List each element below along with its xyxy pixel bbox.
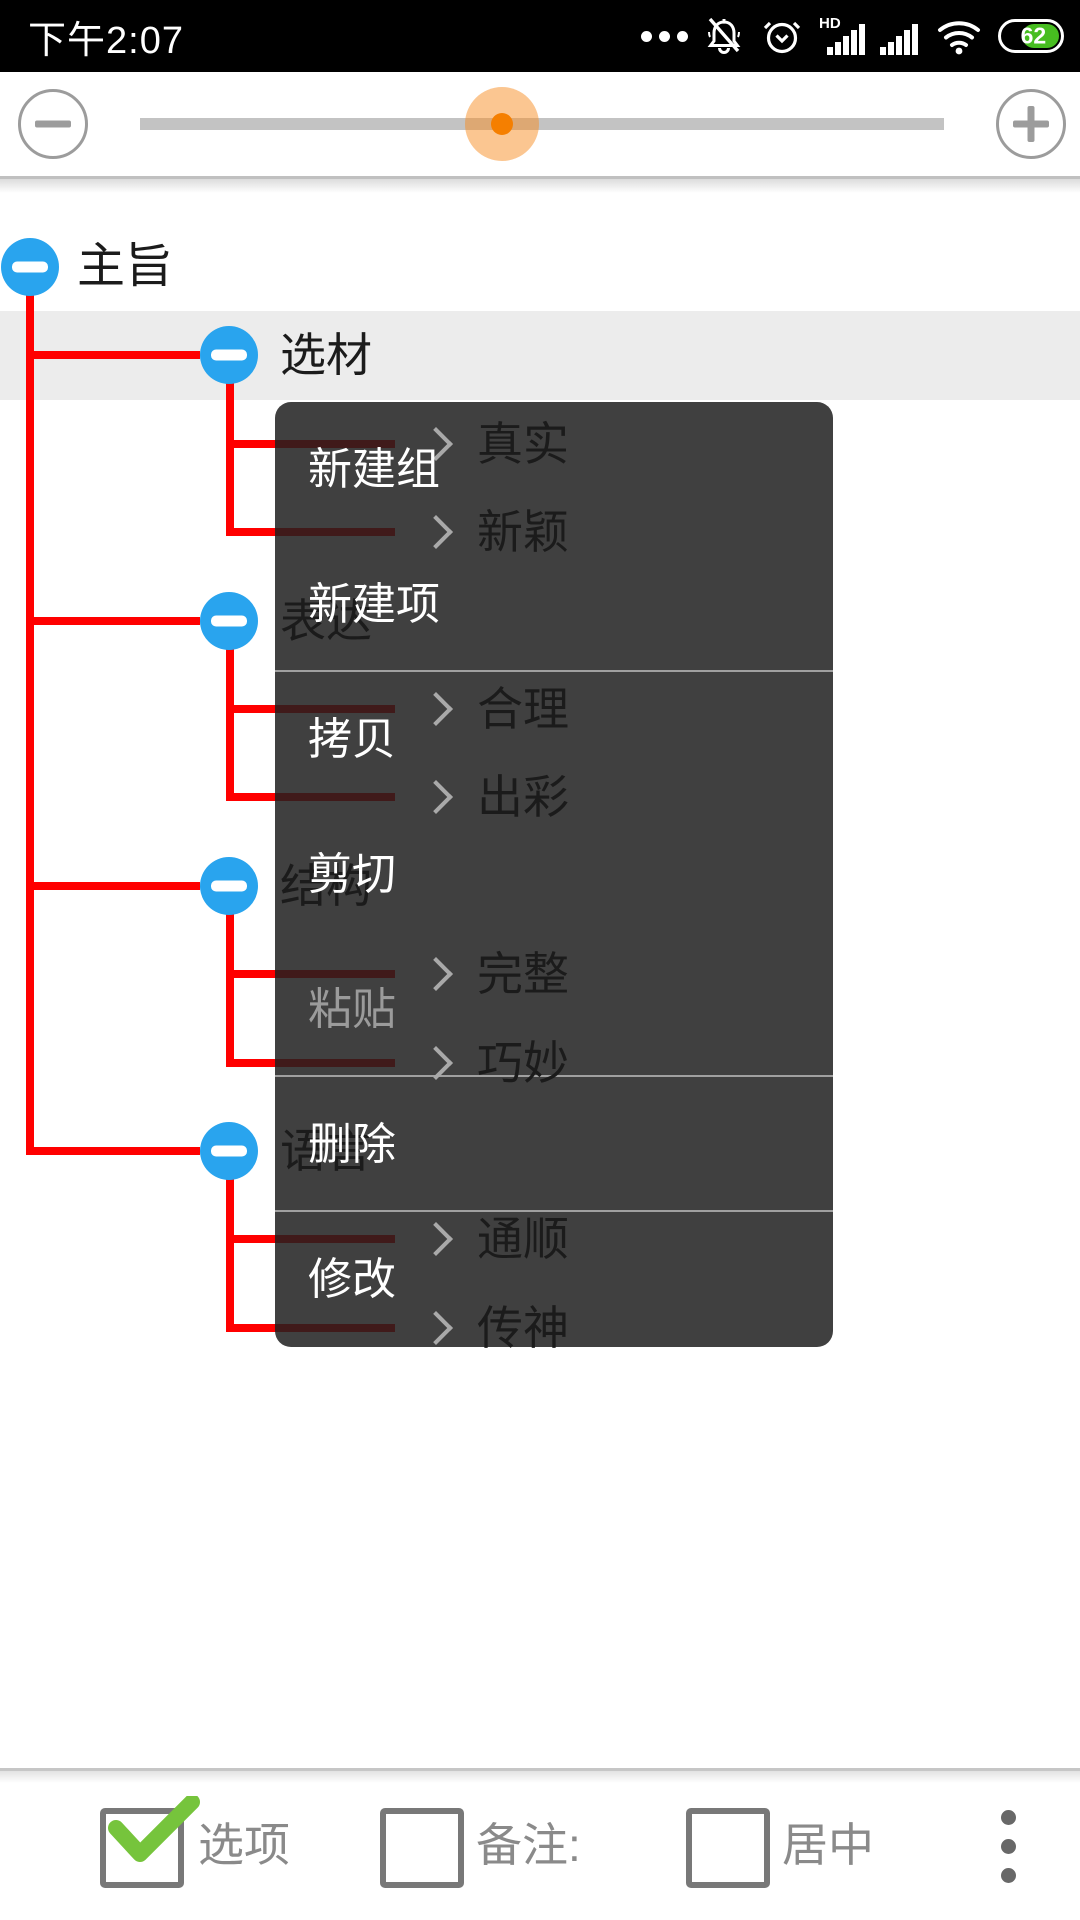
notifications-muted-icon bbox=[707, 17, 741, 54]
more-dots-icon bbox=[641, 30, 688, 42]
signal-icon bbox=[880, 24, 918, 55]
clock-text: 下午2:07 bbox=[28, 19, 184, 62]
connector-branch bbox=[26, 881, 200, 890]
wifi-icon bbox=[938, 21, 980, 55]
toolbar-divider bbox=[0, 1768, 1080, 1771]
overflow-menu-button[interactable] bbox=[997, 1806, 1020, 1887]
connector-trunk bbox=[226, 647, 234, 802]
divider-shadow bbox=[0, 179, 1080, 193]
connector-trunk bbox=[226, 1178, 234, 1332]
zoom-bar bbox=[0, 72, 1080, 176]
checkbox-label-options: 选项 bbox=[198, 1819, 290, 1871]
divider bbox=[0, 176, 1080, 179]
tree-node-vivid[interactable]: 传神 bbox=[477, 1301, 569, 1354]
zoom-slider-thumb-dot bbox=[490, 113, 513, 135]
battery-icon: 62 bbox=[998, 19, 1064, 53]
connector-trunk bbox=[26, 294, 34, 1155]
tree-node-reasonable[interactable]: 合理 bbox=[477, 683, 569, 735]
checkbox-note[interactable] bbox=[380, 1808, 464, 1888]
collapse-toggle-expression[interactable] bbox=[200, 591, 258, 650]
zoom-in-button[interactable] bbox=[996, 89, 1066, 159]
zoom-slider-track[interactable] bbox=[140, 118, 944, 130]
collapse-toggle-material[interactable] bbox=[200, 326, 258, 385]
bottom-toolbar: 选项 备注: 居中 bbox=[0, 1768, 1080, 1920]
minus-icon bbox=[211, 615, 247, 627]
checkbox-label-note: 备注: bbox=[476, 1819, 581, 1871]
context-menu bbox=[275, 402, 833, 1347]
connector-trunk bbox=[226, 912, 234, 1067]
menu-item-label-copy[interactable]: 拷贝 bbox=[308, 714, 396, 764]
checkbox-center[interactable] bbox=[686, 1808, 770, 1888]
tree-node-complete[interactable]: 完整 bbox=[477, 948, 569, 1001]
battery-fill bbox=[1021, 24, 1059, 48]
connector-trunk bbox=[226, 382, 234, 537]
svg-text:HD: HD bbox=[819, 15, 841, 32]
menu-item-label-paste: 粘贴 bbox=[308, 984, 396, 1034]
status-bar: 下午2:07 HD bbox=[0, 0, 1080, 72]
battery-percent: 62 bbox=[1020, 22, 1047, 49]
hd-signal-icon: HD bbox=[819, 15, 865, 55]
plus-icon-v bbox=[1027, 106, 1035, 142]
menu-item-new-item[interactable] bbox=[275, 537, 833, 672]
connector-branch bbox=[26, 616, 200, 625]
mindmap-canvas: 主旨选材真实新颖表达合理出彩结构完整巧妙语言通顺传神 新建组新建项拷贝剪切粘贴删除… bbox=[0, 193, 1080, 1768]
checkbox-label-center: 居中 bbox=[782, 1819, 874, 1871]
tree-node-brilliant[interactable]: 出彩 bbox=[477, 771, 569, 824]
checkmark-icon bbox=[108, 1794, 200, 1871]
tree-node-real[interactable]: 真实 bbox=[477, 417, 569, 470]
tree-node-novel[interactable]: 新颖 bbox=[477, 506, 569, 559]
minus-icon bbox=[12, 261, 48, 273]
tree-node-material[interactable]: 选材 bbox=[280, 329, 372, 382]
connector-branch bbox=[26, 1147, 200, 1155]
tree-node-main-topic[interactable]: 主旨 bbox=[77, 240, 174, 293]
tree-node-structure[interactable]: 结构 bbox=[280, 859, 372, 912]
tree-node-clever[interactable]: 巧妙 bbox=[477, 1036, 569, 1089]
menu-item-label-edit[interactable]: 修改 bbox=[308, 1254, 396, 1304]
minus-icon bbox=[35, 120, 71, 128]
collapse-toggle-structure[interactable] bbox=[200, 856, 258, 915]
menu-item-label-new-item[interactable]: 新建项 bbox=[308, 579, 440, 629]
minus-icon bbox=[211, 1145, 247, 1157]
collapse-toggle-main-topic[interactable] bbox=[1, 238, 59, 296]
toolbar-shadow bbox=[0, 1771, 1080, 1783]
connector-branch bbox=[26, 351, 200, 360]
menu-item-label-delete[interactable]: 删除 bbox=[308, 1119, 396, 1169]
status-icons: HD bbox=[641, 14, 1064, 58]
menu-item-label-cut[interactable]: 剪切 bbox=[308, 849, 396, 899]
menu-item-label-new-group[interactable]: 新建组 bbox=[308, 444, 440, 494]
tree-node-expression[interactable]: 表达 bbox=[280, 594, 372, 647]
menu-item-delete[interactable] bbox=[275, 1077, 833, 1212]
minus-icon bbox=[211, 349, 247, 361]
tree-node-language[interactable]: 语言 bbox=[280, 1125, 372, 1177]
tree-node-fluent[interactable]: 通顺 bbox=[477, 1213, 569, 1266]
alarm-icon bbox=[763, 21, 801, 54]
collapse-toggle-language[interactable] bbox=[200, 1122, 258, 1180]
zoom-out-button[interactable] bbox=[18, 89, 88, 159]
minus-icon bbox=[211, 880, 247, 892]
menu-item-paste bbox=[275, 942, 833, 1077]
